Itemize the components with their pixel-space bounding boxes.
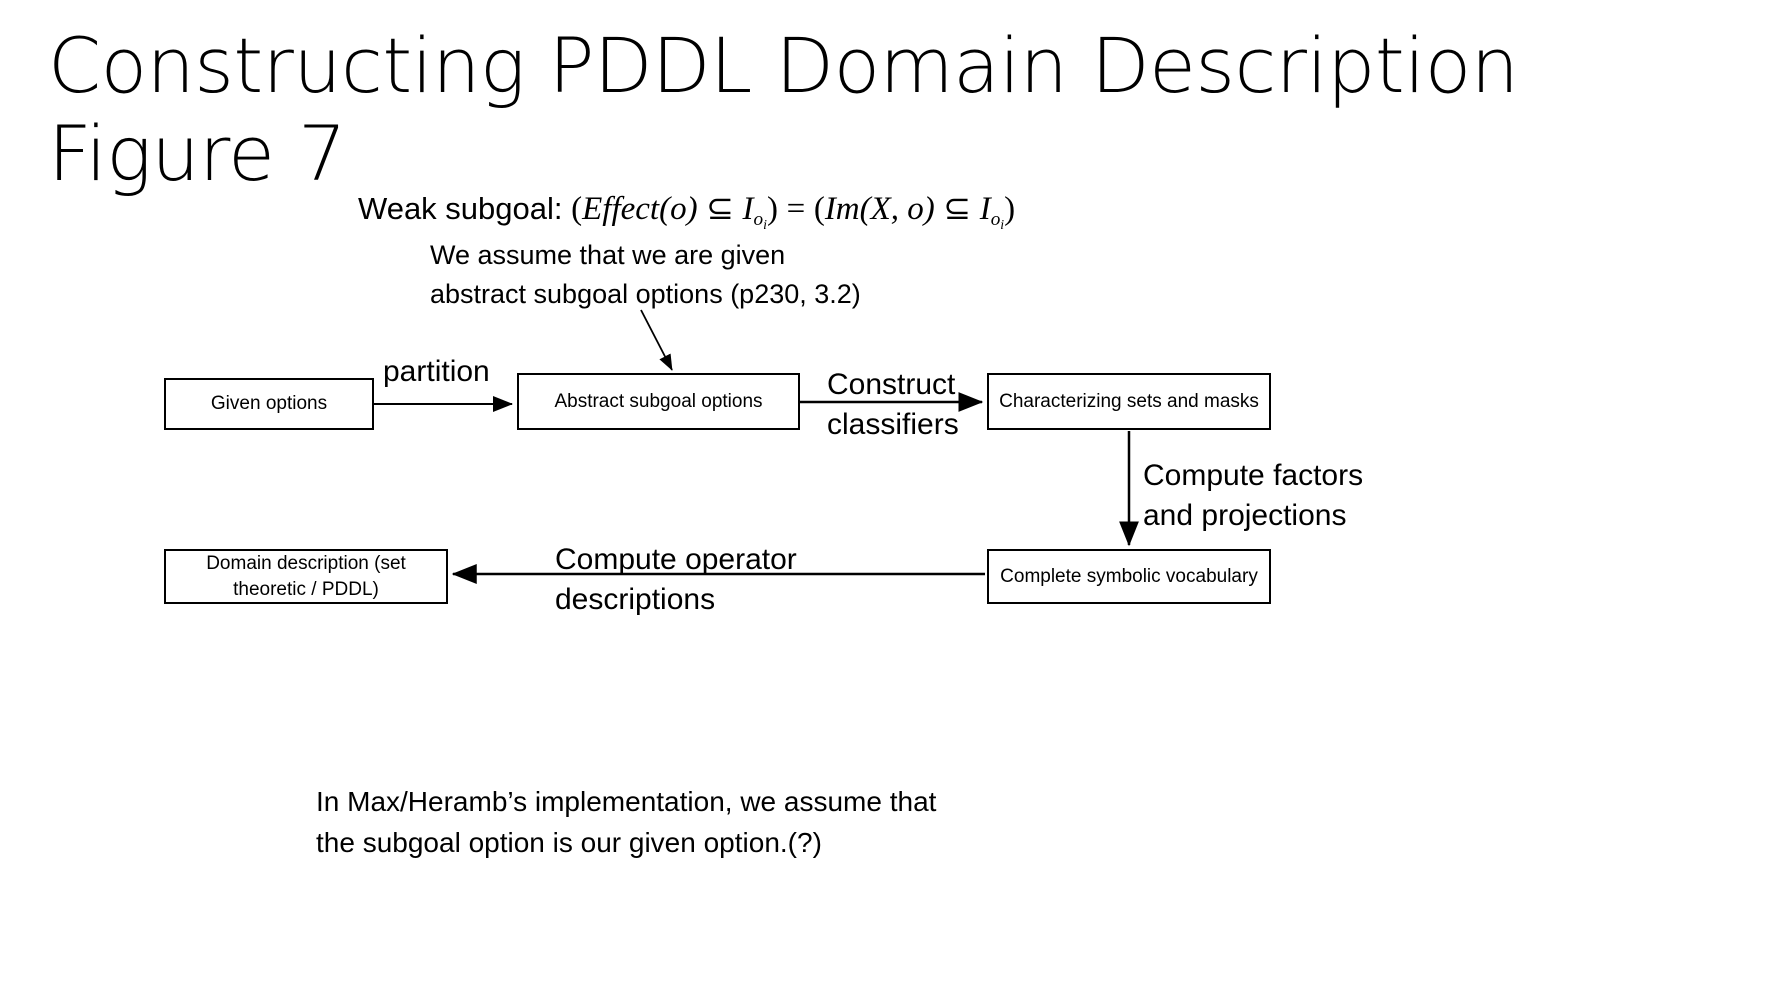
formula-effect: Effect — [582, 191, 660, 227]
flow-label-compute-factors-and-projections: Compute factors and projections — [1143, 459, 1364, 532]
assumption-note-top: We assume that we are given abstract sub… — [430, 236, 922, 314]
formula-close-paren-1: ) — [766, 191, 778, 227]
assumption-note-top-line1: We assume that we are given — [430, 240, 786, 270]
flow-box-domain-description[interactable]: Domain description (set theoretic / PDDL… — [164, 549, 448, 604]
implementation-note-line1: In Max/Heramb’s implementation, we assum… — [316, 786, 937, 817]
implementation-note-bottom: In Max/Heramb’s implementation, we assum… — [316, 782, 1022, 863]
flow-label-construct-classifiers: Construct classifiers — [827, 368, 959, 441]
flow-box-characterizing-sets-and-masks[interactable]: Characterizing sets and masks — [987, 373, 1271, 430]
formula-open-paren: ( — [571, 191, 583, 227]
formula-equals: = — [786, 191, 806, 227]
formula-subset-1: ⊆ — [706, 191, 734, 227]
formula-close-paren-2: ) — [1004, 191, 1016, 227]
assumption-note-top-line2: abstract subgoal options (p230, 3.2) — [430, 279, 861, 310]
formula-label: Weak subgoal: — [358, 191, 563, 226]
formula-i-sub-i-2: i — [1000, 217, 1005, 233]
formula-i-symbol-2: I — [979, 191, 991, 227]
implementation-note-line2: the subgoal option is our given option.(… — [316, 826, 822, 858]
formula-i-sub-o-1: o — [753, 209, 764, 231]
flow-box-given-options[interactable]: Given options — [164, 378, 374, 430]
formula-i-symbol-1: I — [742, 191, 754, 227]
formula-im-arg: (X, o) — [859, 191, 935, 227]
page-title: Constructing PDDL Domain Description Fig… — [48, 21, 1519, 199]
formula-i-subscript-2: oi — [990, 209, 1005, 233]
formula-open-paren-2: ( — [813, 191, 825, 227]
formula-i-subscript-1: oi — [753, 209, 767, 233]
weak-subgoal-formula: Weak subgoal: (Effect(o) ⊆ Ioi) = (Im(X,… — [358, 190, 1015, 234]
flow-label-partition: partition — [383, 355, 490, 388]
formula-i-sub-i-1: i — [763, 217, 767, 233]
formula-subset-2: ⊆ — [943, 191, 972, 227]
flow-box-complete-symbolic-vocabulary[interactable]: Complete symbolic vocabulary — [987, 549, 1271, 604]
formula-i-sub-o-2: o — [990, 209, 1001, 231]
flow-label-compute-operator-descriptions: Compute operator descriptions — [555, 543, 797, 616]
formula-effect-arg: (o) — [659, 191, 698, 227]
flow-box-abstract-subgoal-options[interactable]: Abstract subgoal options — [517, 373, 800, 430]
note-pointer-arrow — [640, 309, 673, 371]
formula-im: Im — [824, 191, 860, 227]
